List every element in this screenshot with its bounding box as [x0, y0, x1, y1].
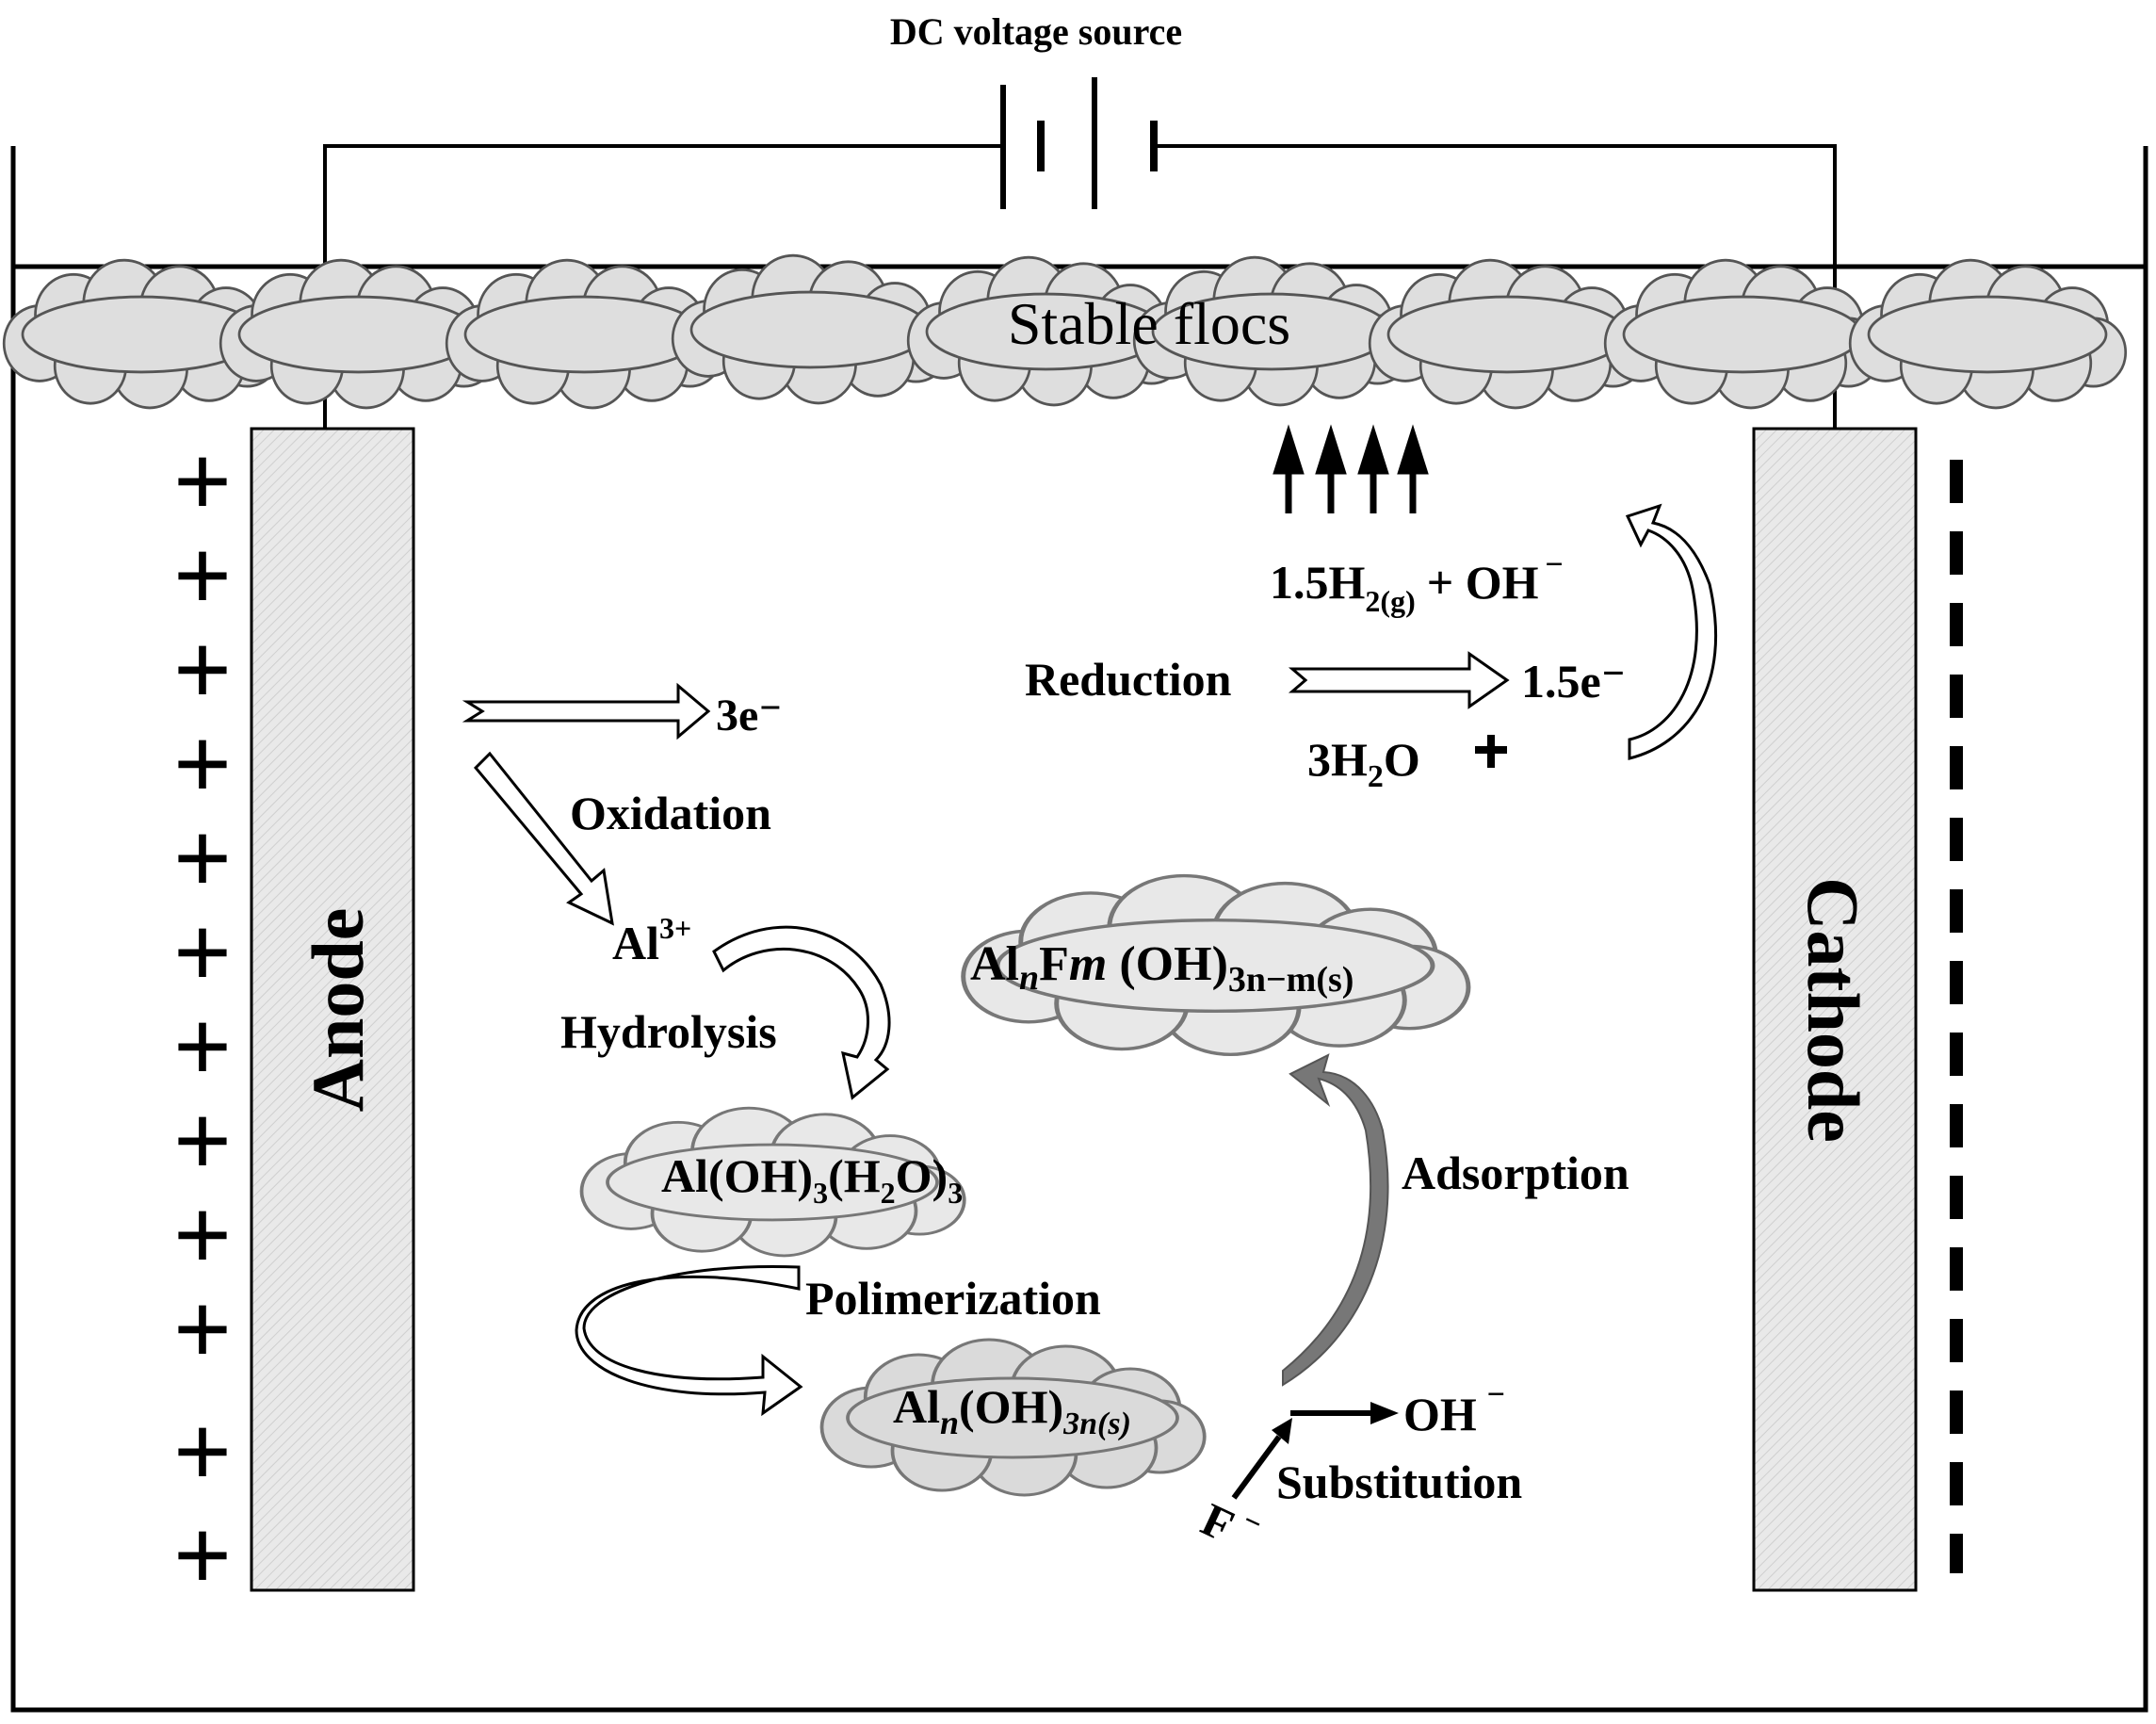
oxidation-arrow: [473, 751, 614, 926]
fluoride-arrow: [1231, 1435, 1282, 1500]
hydroxide-complex: Al(OH)3(H2O)3: [661, 1149, 963, 1210]
plus-sign: +: [173, 895, 233, 1010]
polymerization-label: Polimerization: [805, 1272, 1101, 1325]
released-oh: OH⁻: [1403, 1379, 1506, 1440]
substitution-label: Substitution: [1276, 1456, 1522, 1508]
fluoride: F⁻: [1193, 1490, 1267, 1563]
oxidation-label: Oxidation: [570, 787, 771, 839]
plus-sign: +: [173, 612, 233, 727]
anode-plate: [250, 427, 415, 1592]
plus-sign: +: [173, 518, 233, 633]
gas-arrows: [1273, 424, 1429, 513]
polymerization-arrow: [575, 1264, 803, 1417]
cathode-plate: [1752, 427, 1918, 1592]
polymer: Aln(OH)3n(s): [893, 1380, 1131, 1441]
title: DC voltage source: [890, 10, 1182, 53]
plus-sign: +: [173, 1498, 233, 1613]
h2-product: 1.5H2(g)+ OH⁻: [1270, 549, 1564, 618]
floc-label: Stable flocs: [1008, 290, 1290, 357]
fluoro-complex: AlnFm (OH)3n−m(s): [970, 937, 1354, 1000]
hydrolysis-label: Hydrolysis: [560, 1005, 777, 1058]
adsorption-label: Adsorption: [1402, 1147, 1629, 1199]
plus-sign: +: [173, 989, 233, 1104]
plus-sign: +: [173, 1394, 233, 1509]
adsorption-arrow: [1282, 1053, 1389, 1387]
plus-sign: +: [173, 1272, 233, 1387]
plus-mark: [1475, 735, 1507, 768]
water-reactant: 3H2O: [1307, 733, 1420, 794]
oh-release-arrowhead: [1370, 1402, 1399, 1424]
plus-signs: + + + + + + + + + + + +: [173, 424, 233, 1613]
al-ion: Al3+: [612, 911, 691, 969]
fluoride-arrowhead: [1272, 1418, 1292, 1444]
plus-sign: +: [173, 1083, 233, 1198]
anode-electrons: 3e⁻: [716, 691, 783, 740]
plus-sign: +: [173, 801, 233, 916]
plus-sign: +: [173, 424, 233, 539]
electron-arrow: [462, 682, 711, 740]
cathode-label: Cathode: [1792, 877, 1874, 1143]
reduction-arrow: [1288, 651, 1510, 709]
cathode-cycle-arrow: [1625, 503, 1718, 760]
reduction-label: Reduction: [1025, 653, 1232, 706]
plus-sign: +: [173, 1178, 233, 1293]
anode-label: Anode: [297, 908, 379, 1113]
plus-sign: +: [173, 707, 233, 821]
hydrolysis-arrow: [712, 925, 891, 1100]
battery-icon: [1000, 77, 1158, 209]
cathode-electrons: 1.5e⁻: [1521, 655, 1626, 707]
